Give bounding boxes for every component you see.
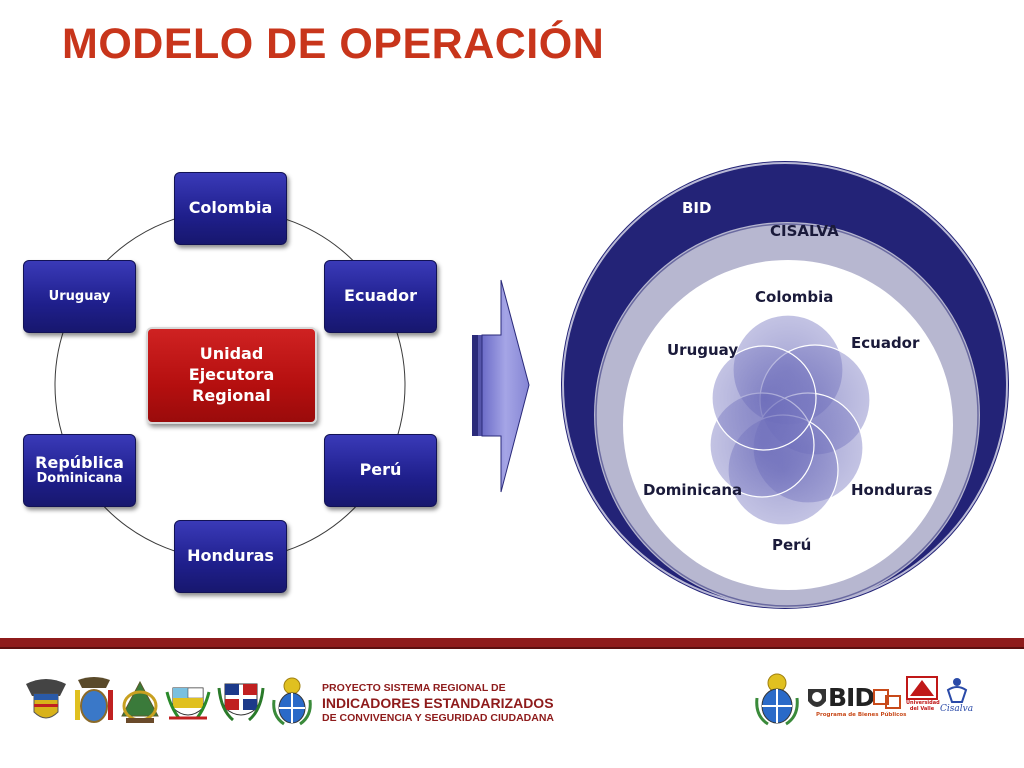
node-ecuador: Ecuador [324,260,437,333]
right-diagram [561,161,1009,609]
cisalva-label: CISALVA [770,222,839,240]
univalle-text: Universidad del Valle [906,700,940,712]
bid-tagline: Programa de Bienes Públicos [816,712,907,718]
coat-of-arms-honduras-icon [121,680,159,723]
coat-of-arms-uruguay-icon [272,677,312,726]
footer-project-title: PROYECTO SISTEMA REGIONAL DE INDICADORES… [322,682,554,724]
node-colombia-label: Colombia [188,198,273,218]
center-line-3: Regional [192,385,271,405]
node-peru: Perú [324,434,437,507]
footer-divider [0,638,1024,649]
node-ecuador-label: Ecuador [344,286,417,306]
footer-line-3: DE CONVIVENCIA Y SEGURIDAD CIUDADANA [322,712,554,724]
node-republica-line2: Dominicana [36,471,123,487]
node-republica-line1: República [35,453,124,473]
footer-line-2: INDICADORES ESTANDARIZADOS [322,695,554,711]
petal-uruguay [711,345,817,451]
coat-of-arms-uruguay-small-icon [755,673,799,726]
label-colombia: Colombia [755,288,834,306]
cisalva-logo-text: Cisalva [940,704,974,714]
overlap-circles [709,314,871,526]
univalle-flag-icon [906,676,938,700]
node-uruguay-label: Uruguay [48,288,111,304]
bid-shield-icon [808,689,826,707]
coat-of-arms-dominican-republic-icon [217,683,265,722]
bid-label: BID [682,199,712,217]
bid-logo-text: BID [828,683,875,712]
coat-of-arms-peru-icon [165,687,211,720]
node-honduras: Honduras [174,520,287,593]
label-ecuador: Ecuador [851,334,920,352]
node-republica-dominicana: República Dominicana [23,434,136,507]
coat-of-arms-ecuador-icon [75,677,113,723]
node-uruguay: Uruguay [23,260,136,333]
bid-logo: BID Programa de Bienes Públicos [806,683,906,721]
coat-of-arms-colombia-icon [26,679,66,719]
page-title: MODELO DE OPERACIÓN [62,20,605,68]
cisalva-logo: Cisalva [940,676,974,726]
footer-line-1: PROYECTO SISTEMA REGIONAL DE [322,682,506,694]
univalle-logo: Universidad del Valle [906,676,940,726]
label-uruguay: Uruguay [667,341,739,359]
node-peru-label: Perú [359,460,402,480]
cisalva-figure-icon [946,678,968,703]
node-honduras-label: Honduras [187,546,274,566]
center-unidad-ejecutora: Unidad Ejecutora Regional [146,327,317,424]
bid-squares-icon [873,689,901,709]
label-dominicana: Dominicana [643,481,743,499]
node-colombia: Colombia [174,172,287,245]
center-line-2: Ejecutora [188,365,275,385]
center-line-1: Unidad [199,344,264,364]
label-honduras: Honduras [851,481,933,499]
label-peru: Perú [772,536,812,554]
